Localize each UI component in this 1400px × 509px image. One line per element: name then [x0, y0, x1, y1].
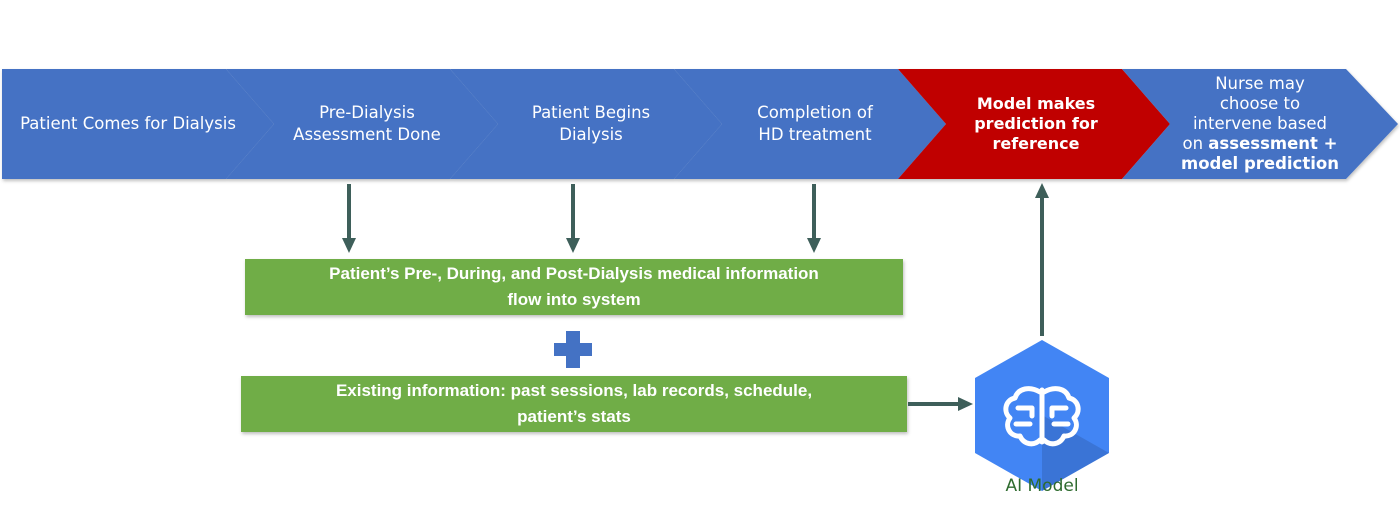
plus-icon	[554, 331, 592, 368]
step-6-label-plain: Nurse may choose to intervene based on	[1182, 74, 1327, 153]
step-6-label-bold-1: assessment +	[1208, 134, 1338, 153]
chevron-step-6	[1122, 69, 1398, 179]
step-2-label: Pre-Dialysis Assessment Done	[293, 103, 441, 144]
step-6-label: Nurse may choose to intervene based on a…	[1160, 69, 1360, 179]
step-6-label-bold-2: model prediction	[1181, 154, 1339, 173]
chevron-step-4	[674, 69, 946, 179]
brain-icon	[1003, 386, 1081, 447]
current-info-box	[245, 259, 903, 315]
step-5-label: Model makes prediction for reference	[974, 94, 1098, 153]
arrow-to-model	[908, 397, 973, 411]
existing-info-box	[241, 376, 907, 432]
chevron-step-3	[450, 69, 722, 179]
arrow-head	[342, 238, 356, 253]
existing-info-label: Existing information: past sessions, lab…	[335, 381, 813, 426]
ai-model-label: AI Model	[1005, 476, 1079, 496]
model-hexagon-shade	[1042, 415, 1109, 491]
ai-model-node	[975, 340, 1109, 491]
arrow-to-prediction	[1035, 183, 1049, 336]
current-info-label: Patient’s Pre-, During, and Post-Dialysi…	[329, 264, 819, 309]
arrow-head	[807, 238, 821, 253]
arrow-head	[566, 238, 580, 253]
chevron-step-1	[2, 69, 274, 179]
chevron-step-2	[226, 69, 498, 179]
step-4-label: Completion of HD treatment	[757, 103, 873, 144]
step-3-label: Patient Begins Dialysis	[531, 103, 651, 144]
step-1-label: Patient Comes for Dialysis	[20, 114, 236, 133]
process-chevrons	[2, 69, 1398, 179]
chevron-step-5	[898, 69, 1170, 179]
down-arrows	[342, 184, 821, 253]
